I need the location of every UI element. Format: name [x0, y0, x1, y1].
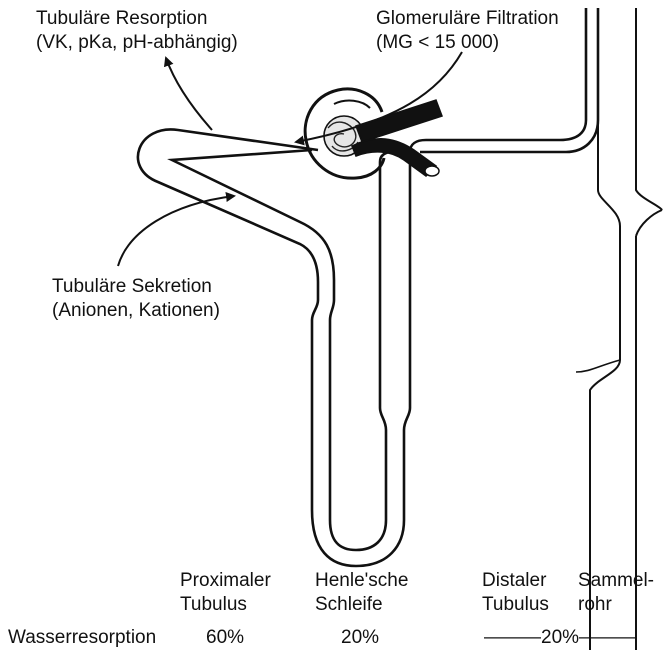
water-resorption-label: Wasserresorption	[8, 626, 156, 650]
ascending-limb-outer-wall	[404, 8, 586, 430]
segment-henle-line2: Schleife	[315, 593, 408, 617]
efferent-arteriole-end	[425, 166, 439, 176]
resorption-arrow	[166, 58, 212, 130]
segment-distal-line1: Distaler	[482, 569, 549, 593]
henle-loop-outer-wall	[312, 430, 404, 566]
filtration-title: Glomeruläre Filtration	[376, 7, 559, 31]
segment-proximal-line2: Tubulus	[180, 593, 271, 617]
secretion-title: Tubuläre Sekretion	[52, 275, 220, 299]
collecting-duct-right-wall	[636, 8, 662, 650]
segment-label-collecting: Sammel- rohr	[578, 569, 654, 617]
proximal-tubule-inner-wall	[172, 150, 334, 520]
segment-collecting-line2: rohr	[578, 593, 654, 617]
segment-distal-line2: Tubulus	[482, 593, 549, 617]
segment-label-distal: Distaler Tubulus	[482, 569, 549, 617]
filtration-label: Glomeruläre Filtration (MG < 15 000)	[376, 7, 559, 55]
resorption-label: Tubuläre Resorption (VK, pKa, pH-abhängi…	[36, 7, 238, 55]
segment-collecting-line1: Sammel-	[578, 569, 654, 593]
filtration-detail: (MG < 15 000)	[376, 31, 559, 55]
segment-henle-line1: Henle'sche	[315, 569, 408, 593]
segment-label-henle: Henle'sche Schleife	[315, 569, 408, 617]
secretion-label: Tubuläre Sekretion (Anionen, Kationen)	[52, 275, 220, 323]
segment-proximal-line1: Proximaler	[180, 569, 271, 593]
henle-loop-inner-wall	[330, 430, 386, 550]
ascending-limb-inner-wall	[380, 152, 394, 430]
efferent-arteriole	[352, 139, 436, 176]
water-resorption-henle: 20%	[341, 626, 379, 650]
secretion-detail: (Anionen, Kationen)	[52, 299, 220, 323]
water-resorption-proximal: 60%	[206, 626, 244, 650]
water-resorption-distal-collecting: ———20%———	[484, 626, 636, 650]
bowman-capsule-inner	[334, 101, 370, 108]
resorption-detail: (VK, pKa, pH-abhängig)	[36, 31, 238, 55]
collecting-duct-left-wall	[590, 8, 620, 650]
resorption-title: Tubuläre Resorption	[36, 7, 238, 31]
segment-label-proximal: Proximaler Tubulus	[180, 569, 271, 617]
